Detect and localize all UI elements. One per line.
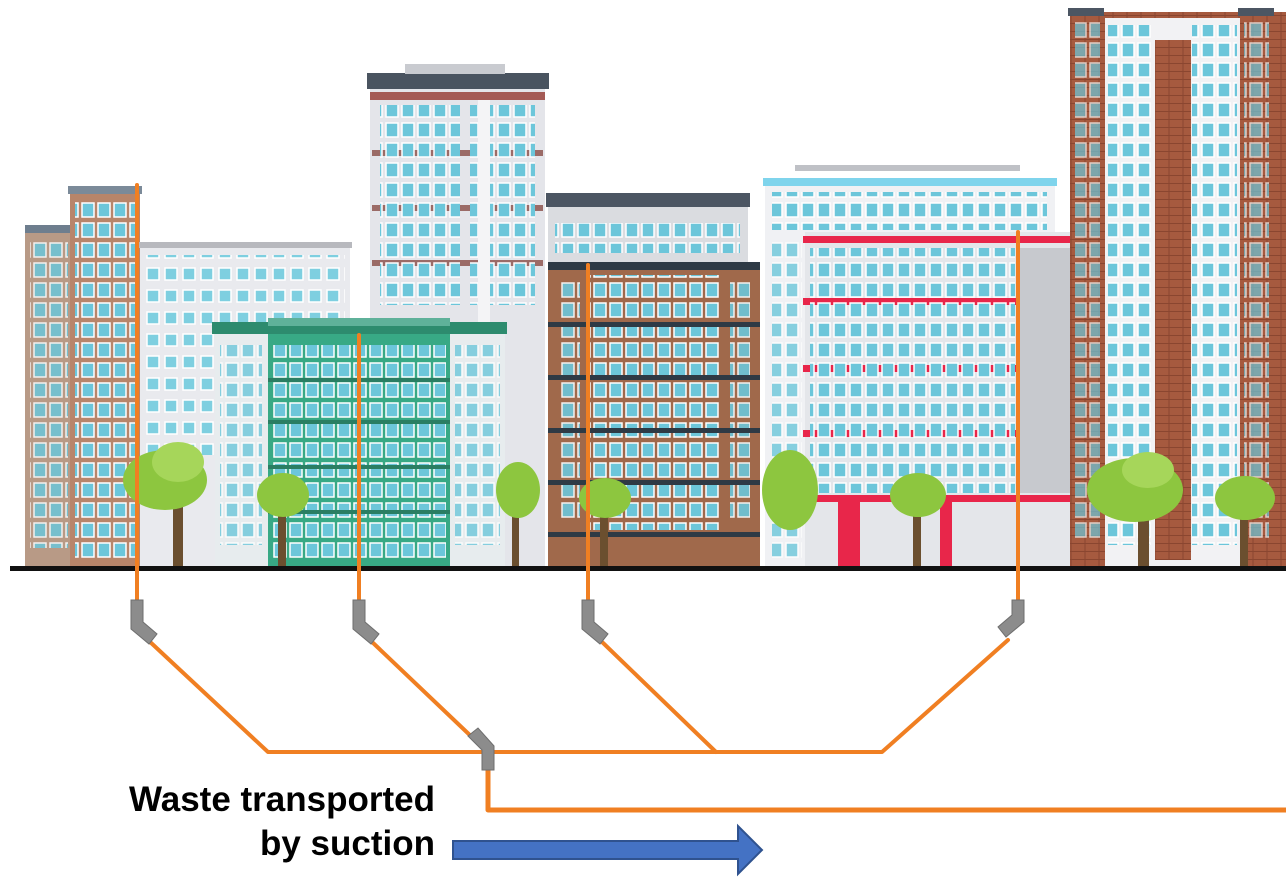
- tree-icon: [1215, 476, 1275, 568]
- pipe-elbow-icon: [997, 599, 1025, 638]
- ground-line: [10, 566, 1286, 571]
- right-arrow-icon: [452, 823, 764, 877]
- tree-icon: [257, 473, 309, 568]
- caption-line-2: by suction: [259, 824, 435, 863]
- tree-icon: [1087, 452, 1183, 568]
- building-brick-tall: [1068, 8, 1286, 568]
- tree-icon: [762, 450, 818, 530]
- building-tan-left: [25, 186, 142, 568]
- pipe-elbow-icon: [467, 727, 495, 771]
- tree-icon: [123, 442, 207, 568]
- pipe-network: [135, 183, 1286, 813]
- building-brown: [546, 193, 760, 568]
- pipe-elbow-icon: [130, 599, 158, 645]
- flow-caption: Waste transported by suction: [40, 778, 435, 866]
- building-red-trim: [763, 165, 1089, 568]
- tree-icon: [496, 462, 540, 568]
- tree-icon: [890, 473, 946, 568]
- caption-line-1: Waste transported: [129, 780, 435, 819]
- pipe-elbow-icon: [581, 599, 609, 645]
- pipe-elbow-icon: [352, 599, 380, 645]
- tree-icon: [579, 478, 631, 568]
